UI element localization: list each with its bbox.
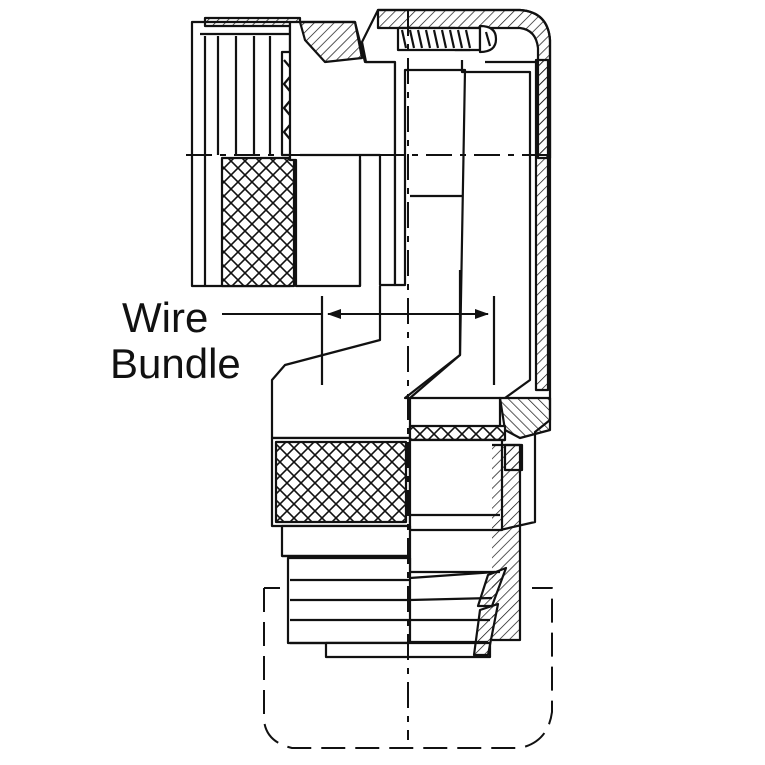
screw-icon	[396, 24, 498, 54]
reference-outline	[263, 587, 553, 749]
wire-bundle-path	[270, 270, 496, 440]
centerlines	[186, 10, 550, 740]
label-bundle: Bundle	[110, 340, 241, 387]
lower-coupling-nut	[270, 424, 522, 642]
backshell-housing	[360, 8, 552, 532]
label-wire: Wire	[122, 294, 208, 341]
upper-coupling-nut	[190, 16, 302, 288]
threaded-adapter	[280, 524, 508, 659]
